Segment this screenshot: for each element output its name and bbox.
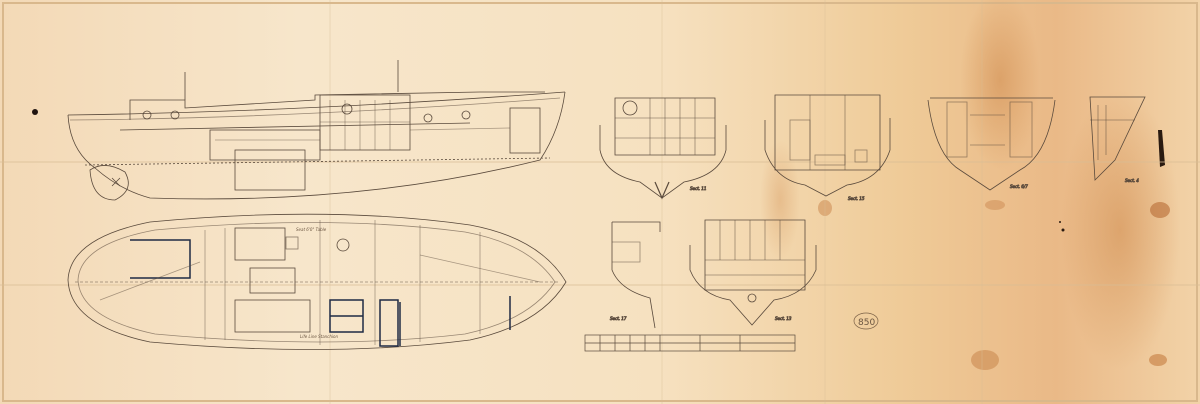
section-1: Sect. 11 [599, 97, 727, 200]
plan-label: Life Line Stanchion [300, 334, 338, 339]
hull-sections: Sect. 11 Sect. 15 Sect. 6/7 [599, 94, 1146, 329]
section-6: Sect. 13 [689, 219, 817, 326]
sheet-number: 850 [858, 318, 875, 328]
section-2: Sect. 15 [764, 94, 891, 201]
section-label: Sect. 17 [610, 316, 627, 321]
section-label: Sect. 13 [775, 316, 792, 321]
paper-stains [32, 0, 1180, 370]
section-label: Sect. 11 [690, 186, 706, 191]
section-label: Sect. 4 [1125, 178, 1139, 183]
plan-label: Seat 6'0" Table [296, 227, 327, 232]
scale-bar [584, 334, 796, 352]
section-label: Sect. 6/7 [1010, 184, 1028, 189]
sheet-number-stamp: 850 [853, 312, 879, 330]
plan-view [67, 213, 567, 350]
section-4: Sect. 4 [1089, 96, 1146, 183]
section-label: Sect. 15 [848, 196, 865, 201]
profile-elevation [67, 60, 566, 201]
section-3: Sect. 6/7 [927, 97, 1056, 191]
section-5: Sect. 17 [610, 221, 661, 329]
